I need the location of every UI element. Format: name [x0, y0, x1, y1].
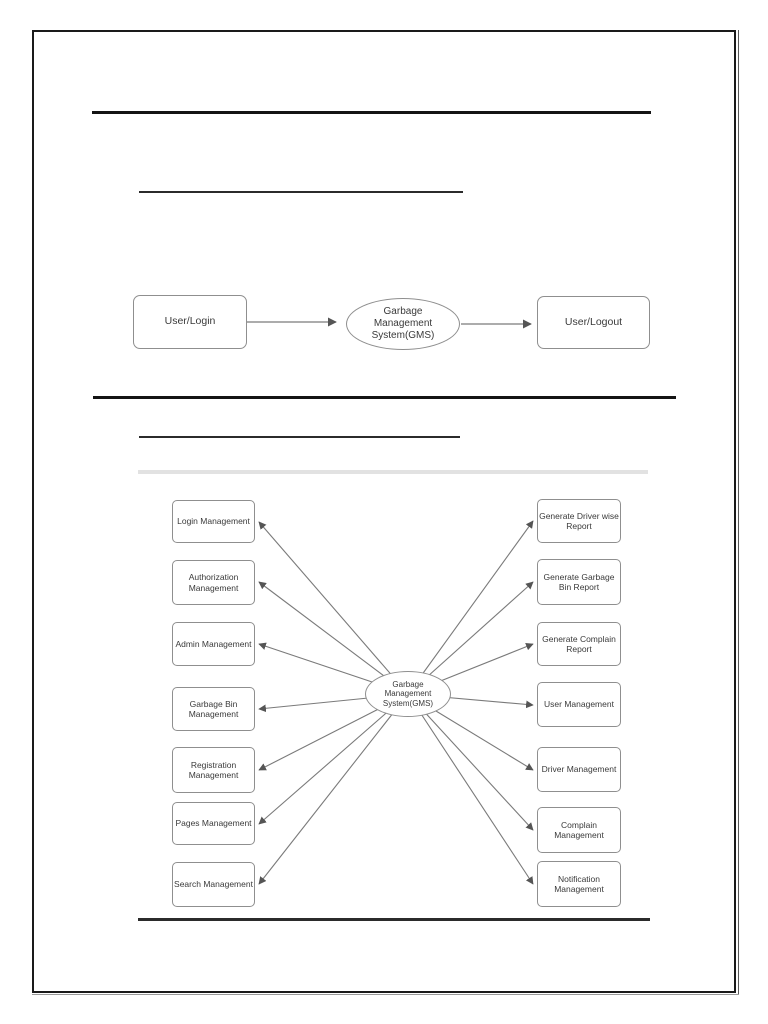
node-complain-management: Complain Management	[537, 807, 621, 853]
section2-rule	[93, 396, 676, 399]
node-gms-process-1: Garbage Management System(GMS)	[346, 298, 460, 350]
node-registration-management: Registration Management	[172, 747, 255, 793]
node-login-management: Login Management	[172, 500, 255, 543]
page-edge-artifact-right	[738, 30, 739, 994]
node-user-management: User Management	[537, 682, 621, 727]
section1-heading-underline	[139, 191, 463, 193]
page-border-frame	[32, 30, 736, 993]
node-driver-management: Driver Management	[537, 747, 621, 792]
node-garbage-bin-management: Garbage Bin Management	[172, 687, 255, 731]
node-admin-management: Admin Management	[172, 622, 255, 666]
node-search-management: Search Management	[172, 862, 255, 907]
node-gms-process-2: Garbage Management System(GMS)	[365, 671, 451, 717]
section1-rule	[92, 111, 651, 114]
node-gms-process-2-label: Garbage Management System(GMS)	[382, 679, 434, 708]
node-generate-complain-report: Generate Complain Report	[537, 622, 621, 666]
node-generate-garbage-bin-report: Generate Garbage Bin Report	[537, 559, 621, 605]
node-user-logout: User/Logout	[537, 296, 650, 349]
node-gms-process-1-label: Garbage Management System(GMS)	[371, 306, 435, 341]
section2-heading-underline	[139, 436, 460, 438]
section2-bottom-rule	[138, 918, 650, 921]
node-generate-driver-wise-report: Generate Driver wise Report	[537, 499, 621, 543]
section2-gray-divider	[138, 470, 648, 474]
node-user-login: User/Login	[133, 295, 247, 349]
node-pages-management: Pages Management	[172, 802, 255, 845]
node-notification-management: Notification Management	[537, 861, 621, 907]
page-edge-artifact-bottom	[32, 994, 739, 995]
node-authorization-management: Authorization Management	[172, 560, 255, 605]
